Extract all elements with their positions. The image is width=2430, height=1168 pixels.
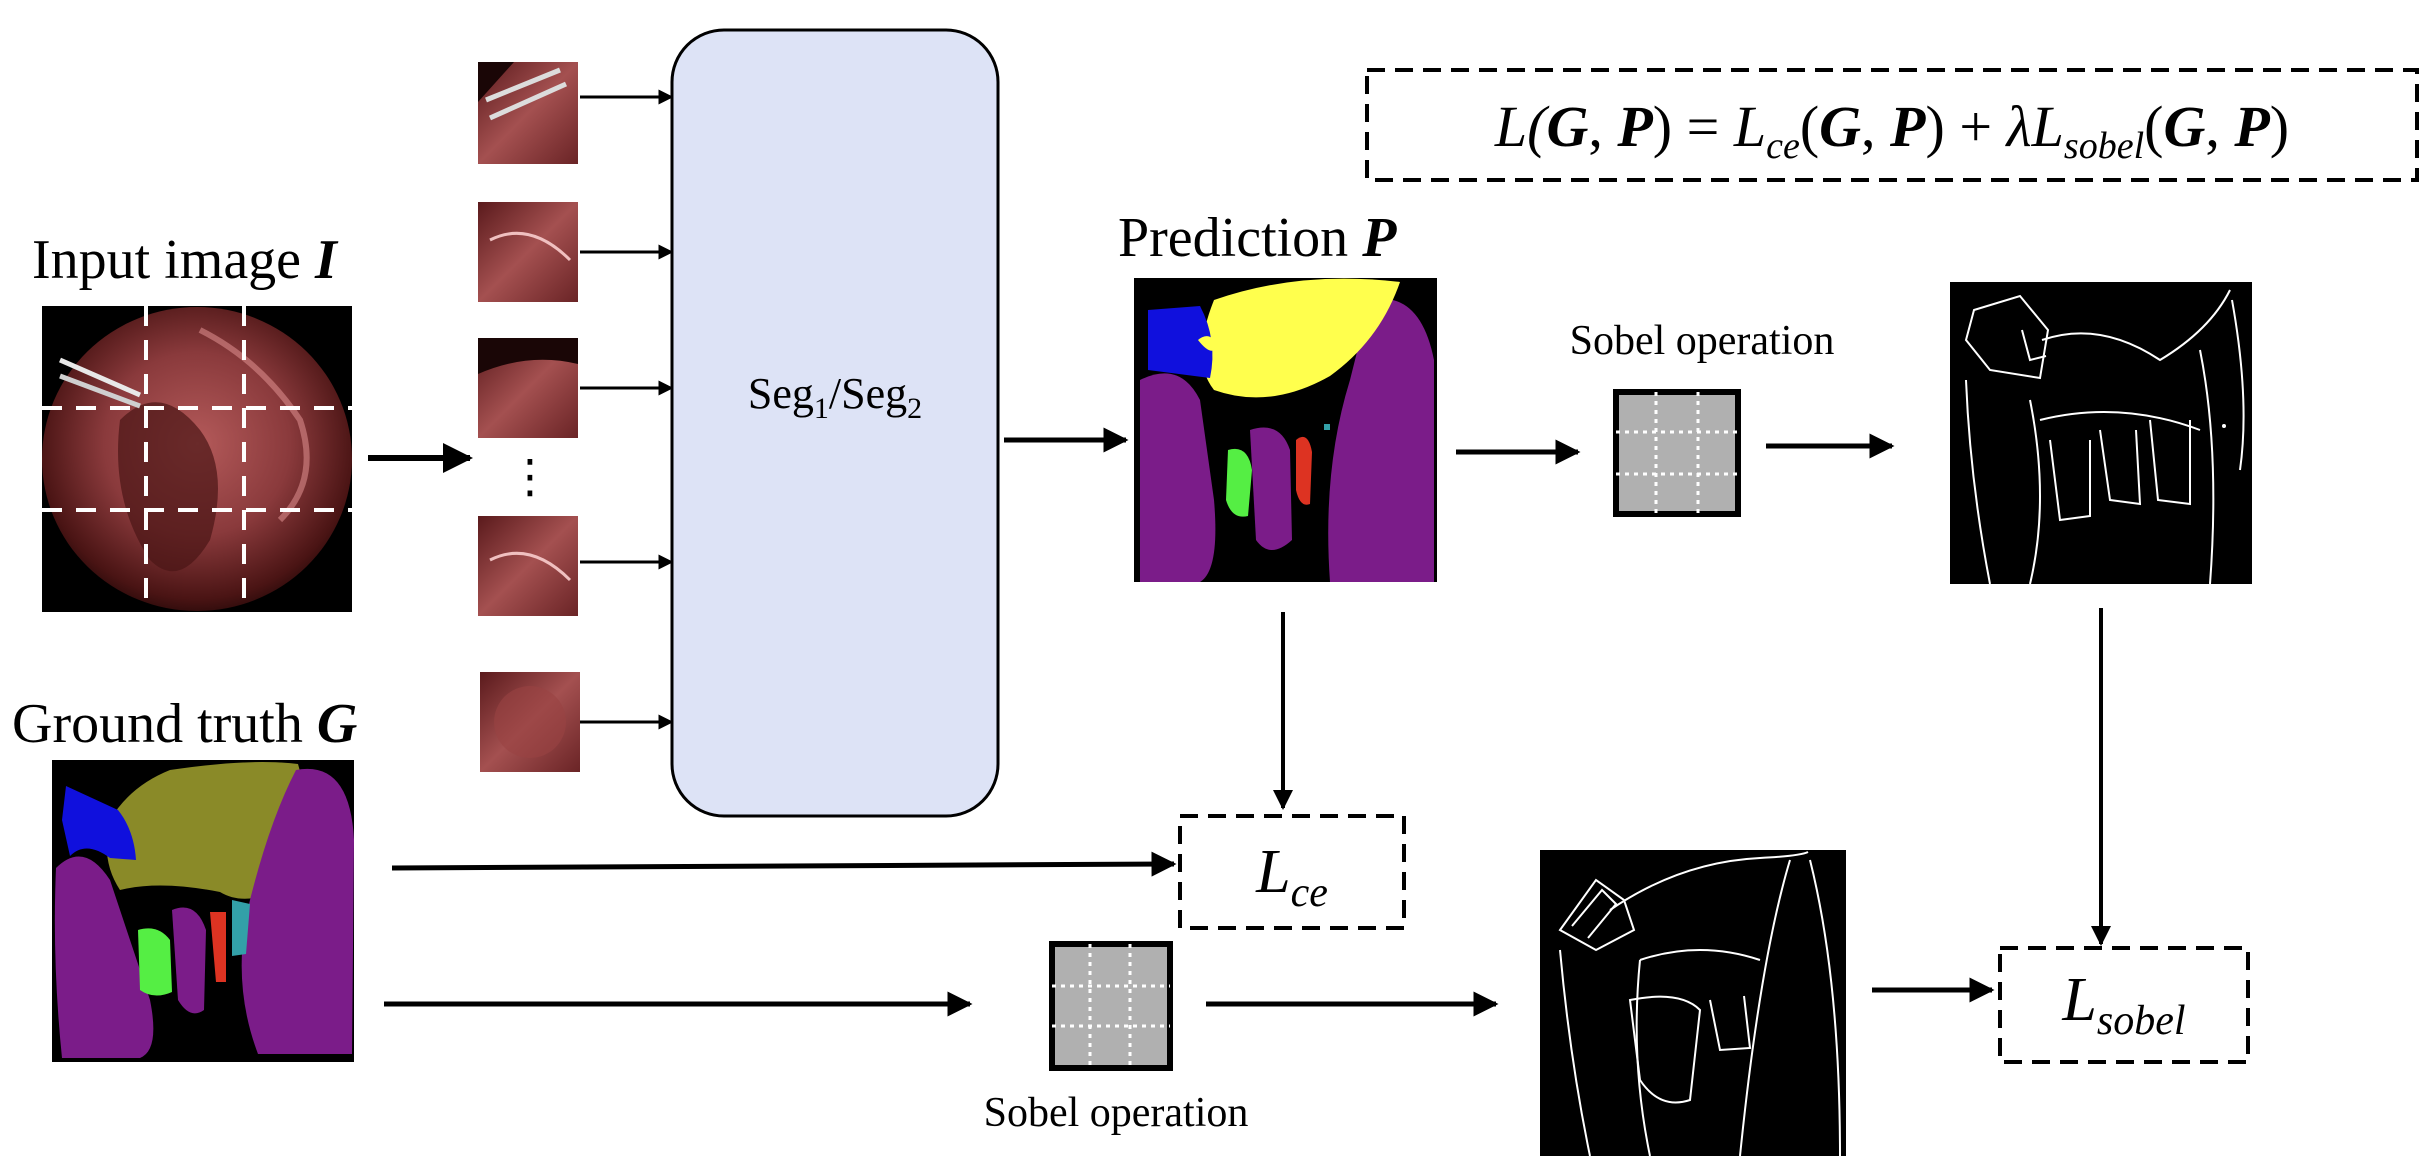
input-image: [42, 306, 352, 612]
lsobel-loss-label: Lsobel: [2061, 966, 2185, 1044]
prediction-map: [1134, 278, 1437, 582]
loss-formula-box: [1365, 68, 2419, 182]
patch-2: [478, 202, 578, 302]
segmentation-model-box: [670, 28, 1000, 818]
patch-1: [478, 62, 578, 164]
sobel-operator-top: [1613, 389, 1741, 517]
gt-to-lce-arrow: [391, 851, 1177, 877]
ground-truth-map: [52, 760, 354, 1062]
gt-symbol: G: [317, 693, 357, 755]
input-symbol: I: [314, 229, 339, 291]
lsobel-loss-box: [1998, 946, 2250, 1064]
patches-ellipsis: ⋮: [507, 449, 553, 503]
sobel-bottom-label: Sobel operation: [984, 1090, 1249, 1136]
model-label: Seg1/Seg2: [748, 369, 922, 425]
patch-3: [478, 338, 578, 438]
loss-formula: L(G, P) = Lce(G, P) + λLsobel(G, P): [1494, 94, 2289, 167]
sobel-operator-bottom: [1049, 941, 1173, 1071]
prediction-symbol: P: [1361, 207, 1397, 269]
gt-edge-map: [1540, 850, 1846, 1157]
patch-5: [480, 672, 580, 772]
sobel-top-label: Sobel operation: [1570, 318, 1835, 364]
patch-arrows: [580, 89, 674, 730]
prediction-edge-map: [1950, 282, 2252, 585]
input-image-label: Input image I: [32, 229, 339, 291]
lce-loss-label: Lce: [1255, 838, 1328, 916]
prediction-label: Prediction P: [1118, 207, 1397, 269]
lce-loss-box: [1178, 814, 1406, 930]
patch-4: [478, 516, 578, 616]
ground-truth-label: Ground truth G: [12, 693, 357, 755]
